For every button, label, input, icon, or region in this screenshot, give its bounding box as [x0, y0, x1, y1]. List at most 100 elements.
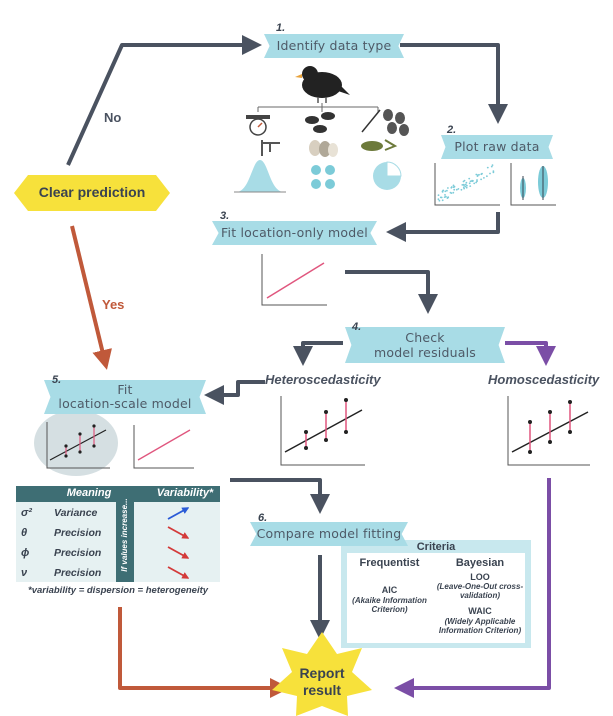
scatter-point	[465, 186, 468, 189]
scatter-point	[464, 185, 467, 188]
scatter-point	[446, 189, 448, 192]
scatter-point	[466, 184, 468, 187]
arrow-hetero-to-step5	[204, 380, 265, 405]
arrow-step3-to-step4	[345, 270, 438, 314]
waic-full: (Widely Applicable Information Criterion…	[438, 617, 522, 635]
criteria-title: Criteria	[416, 541, 456, 553]
scatter-point	[450, 192, 453, 195]
scatter-point	[437, 194, 440, 197]
scatter-point	[491, 164, 494, 167]
frequentist-heading: Frequentist	[359, 557, 420, 569]
heteroscedasticity-label: Heteroscedasticity	[265, 372, 381, 387]
scatter-point	[444, 194, 446, 196]
step4-number: 4.	[352, 321, 362, 333]
bird-icon	[295, 66, 350, 103]
row-meaning: Precision	[54, 567, 102, 579]
pie-icon	[373, 161, 402, 190]
scatter-point	[476, 179, 478, 181]
arrow-no-to-step1	[66, 35, 262, 166]
loo-full: (Leave-One-Out cross-validation)	[436, 582, 524, 600]
scatter-point	[486, 175, 488, 178]
scatter-point	[464, 183, 467, 186]
scatter-point	[492, 170, 495, 173]
scatter-point	[463, 184, 465, 187]
arrow-down-icon	[167, 526, 190, 539]
scatter-point	[460, 188, 463, 191]
scatter-point	[450, 186, 453, 189]
step4-label: Check model residuals	[345, 327, 505, 363]
scatter-point	[480, 178, 482, 181]
waic-label: WAIC	[468, 606, 492, 616]
clear-prediction-label: Clear prediction	[38, 184, 146, 200]
table-arrows	[167, 507, 190, 579]
step5-label: Fit location-scale model	[44, 380, 206, 414]
scatter-point	[440, 196, 443, 199]
report-result-label: Report result	[299, 665, 345, 698]
scatter-point	[475, 173, 478, 176]
table-row: σ² Variance	[16, 505, 220, 523]
row-symbol: θ	[21, 527, 28, 539]
scatter-point	[471, 179, 473, 182]
scatter-point	[473, 182, 476, 185]
row-symbol: ν	[21, 567, 28, 579]
scatter-point	[480, 173, 483, 176]
arrow-homo-to-report	[394, 478, 551, 698]
step6-label: Compare model fitting	[250, 522, 408, 546]
eggs-icon	[309, 140, 338, 157]
location-scale-plot	[34, 410, 118, 476]
scatter-point	[490, 165, 493, 168]
scatter-point	[463, 179, 466, 182]
table-footnote: *variability = dispersion = heterogeneit…	[28, 585, 209, 596]
row-symbol: ϕ	[21, 547, 30, 559]
row-meaning: Precision	[54, 547, 102, 559]
arrow-table-to-report	[118, 607, 290, 698]
scatter-point	[442, 189, 445, 192]
scatter-point	[446, 197, 449, 200]
scatter-point	[492, 171, 495, 174]
bird-silhouettes-icon	[305, 112, 335, 133]
nest-icon	[361, 139, 398, 151]
arrow-step4-to-hetero	[293, 341, 343, 366]
step1-label: Identify data type	[264, 34, 404, 58]
clear-prediction-shape	[14, 175, 170, 211]
step2-label: Plot raw data	[441, 135, 553, 159]
caliper-icon	[261, 140, 280, 156]
header-variability: Variability*	[156, 487, 214, 499]
scatter-point	[483, 177, 485, 179]
scatter-point	[438, 199, 441, 202]
header-meaning: Meaning	[66, 487, 112, 499]
loo-label: LOO	[470, 572, 490, 582]
bayesian-heading: Bayesian	[455, 557, 505, 569]
scatter-point	[453, 188, 456, 191]
scatter-point	[465, 181, 468, 184]
normal-curve-icon	[234, 160, 286, 193]
scatter-point	[452, 186, 455, 189]
scatter-point	[441, 199, 444, 202]
scatter-point	[469, 185, 472, 188]
scatter-point	[478, 173, 480, 176]
scatter-point	[452, 191, 455, 194]
arrow-yes-to-step5	[70, 225, 112, 370]
dots-icon	[311, 165, 335, 189]
step2-number: 2.	[447, 124, 457, 136]
location-only-plot	[261, 254, 327, 306]
step6-number: 6.	[258, 512, 268, 524]
table-row: θ Precision	[16, 525, 220, 543]
branch-no-label: No	[104, 110, 122, 125]
table-row: ν Precision	[16, 565, 220, 583]
scatter-point	[447, 187, 449, 189]
arrow-up-icon	[167, 507, 190, 520]
scatter-point	[489, 172, 491, 175]
step1-number: 1.	[276, 22, 286, 34]
aic-full: (Akaike Information Criterion)	[352, 596, 427, 614]
homoscedasticity-label: Homoscedasticity	[488, 372, 600, 387]
arrow-step2-to-step3	[386, 212, 500, 242]
scatter-point	[444, 190, 447, 193]
parameter-table: Meaning Variability* If values increase.…	[16, 486, 220, 582]
hetero-residual-plot	[280, 396, 365, 466]
table-row: ϕ Precision	[16, 545, 220, 563]
arrow-down-icon	[167, 546, 190, 559]
branch-yes-label: Yes	[102, 297, 125, 312]
arrow-step4-to-homo	[505, 341, 556, 366]
